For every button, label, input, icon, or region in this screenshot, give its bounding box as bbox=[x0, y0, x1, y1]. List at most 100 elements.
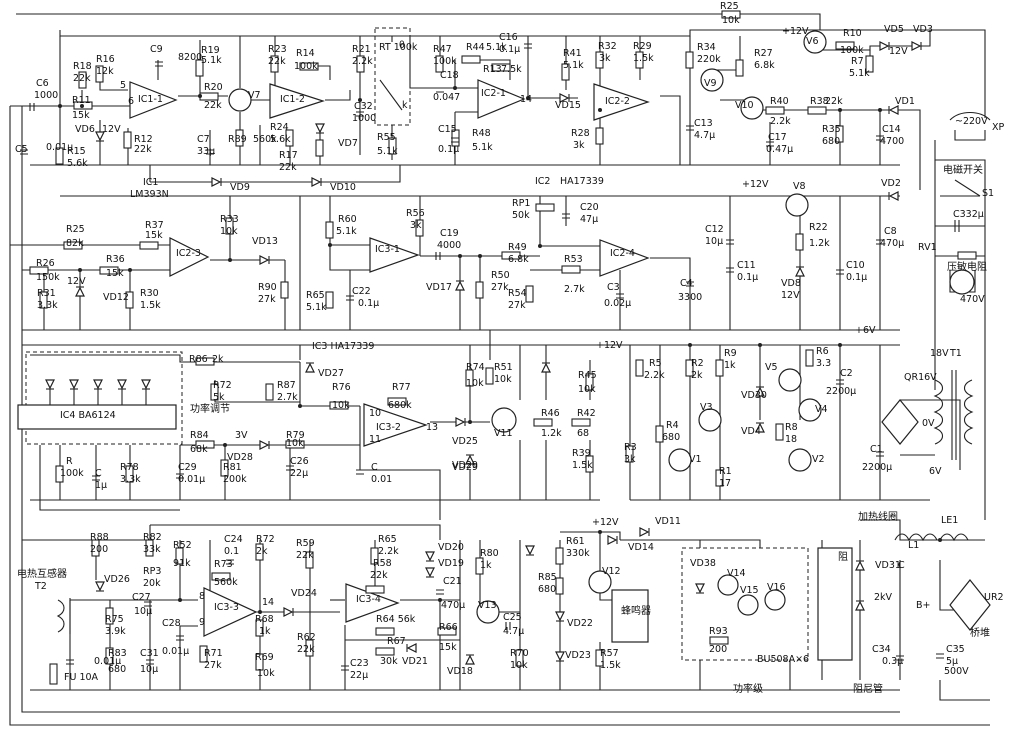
component-label: R64 56k bbox=[376, 614, 416, 625]
component-label: VD10 bbox=[330, 182, 356, 193]
component-label: R60 bbox=[338, 214, 357, 225]
component-label: 电热互感器 bbox=[17, 567, 67, 580]
bridge-rectifier-qr16v bbox=[881, 399, 919, 445]
component-label: RP3 bbox=[143, 566, 161, 577]
component-label: 470μ bbox=[880, 238, 904, 249]
component-label: R51 bbox=[494, 362, 513, 373]
component-label: IC3-1 bbox=[375, 244, 400, 255]
component-label: R36 bbox=[106, 254, 125, 265]
component-label: 0.1μ bbox=[737, 272, 758, 283]
opamp-ic1-1 bbox=[129, 81, 178, 119]
component-label: IC3 HA17339 bbox=[312, 341, 374, 352]
component-label: 5k bbox=[213, 392, 225, 403]
component-label: R89 bbox=[228, 134, 247, 145]
component-label: C18 bbox=[440, 70, 459, 81]
opamp-ic2-3 bbox=[169, 237, 210, 277]
component-label: R58 bbox=[373, 558, 392, 569]
component-label: C25 bbox=[503, 612, 522, 623]
component-label: 22k bbox=[73, 73, 91, 84]
component-label: R90 bbox=[258, 282, 277, 293]
component-label: VD1 bbox=[895, 96, 915, 107]
component-label: 10k bbox=[332, 400, 350, 411]
component-label: R33 bbox=[220, 214, 239, 225]
component-label: 3k bbox=[410, 220, 422, 231]
component-label: 0.01μ bbox=[46, 142, 73, 153]
component-label: VD7 bbox=[338, 138, 358, 149]
component-label: R46 bbox=[541, 408, 560, 419]
component-label: 电磁开关 bbox=[943, 163, 983, 176]
component-label: VD14 bbox=[628, 542, 654, 553]
bridge-rectifier-ur2 bbox=[949, 579, 991, 631]
component-label: 5.1k bbox=[201, 55, 222, 66]
component-label: C23 bbox=[350, 658, 369, 669]
component-label: VD30 bbox=[741, 390, 767, 401]
component-label: 68k bbox=[190, 444, 208, 455]
component-label: VD19 bbox=[438, 558, 464, 569]
component-label: IC2 bbox=[535, 176, 550, 187]
component-label: 5 bbox=[120, 80, 126, 91]
component-label: 4700 bbox=[880, 136, 904, 147]
component-label: 1000 bbox=[352, 113, 376, 124]
component-label: R12 bbox=[134, 134, 153, 145]
component-label: R3 bbox=[624, 442, 637, 453]
component-label: 27k bbox=[204, 660, 222, 671]
component-label: IC3-2 bbox=[376, 422, 401, 433]
component-label: R77 bbox=[392, 382, 411, 393]
component-label: RP1 bbox=[512, 198, 530, 209]
component-label: 10k bbox=[466, 378, 484, 389]
component-label: 蜂鸣器 bbox=[621, 604, 651, 617]
component-label: R82 bbox=[143, 532, 162, 543]
component-label: VD25 bbox=[452, 436, 478, 447]
component-label: V12 bbox=[602, 566, 621, 577]
component-label: R54 bbox=[508, 288, 527, 299]
component-label: R52 bbox=[173, 540, 192, 551]
component-label: 150k bbox=[36, 272, 60, 283]
component-label: 22k bbox=[297, 644, 315, 655]
component-label: 17 bbox=[719, 478, 731, 489]
component-label: R37 bbox=[145, 220, 164, 231]
component-label: R76 bbox=[332, 382, 351, 393]
component-label: V7 bbox=[248, 90, 261, 101]
component-label: R80 bbox=[480, 548, 499, 559]
component-label: R84 bbox=[190, 430, 209, 441]
component-label: 0.01μ bbox=[162, 646, 189, 657]
component-label: VD31 bbox=[875, 560, 901, 571]
component-label: 功率调节 bbox=[190, 402, 230, 415]
component-label: 680 bbox=[538, 584, 556, 595]
component-label: 10k bbox=[286, 438, 304, 449]
component-label: C14 bbox=[882, 124, 901, 135]
opamp-ic3-3 bbox=[203, 587, 258, 637]
component-label: 12k bbox=[96, 66, 114, 77]
component-label: 91k bbox=[173, 558, 191, 569]
component-label: 200 bbox=[90, 544, 108, 555]
component-label: +12V bbox=[592, 517, 619, 528]
component-label: 0.47μ bbox=[766, 144, 793, 155]
component-label: VD15 bbox=[555, 100, 581, 111]
component-label: 680 bbox=[662, 432, 680, 443]
component-label: 10k bbox=[494, 374, 512, 385]
component-label: R42 bbox=[577, 408, 596, 419]
component-label: R45 bbox=[578, 370, 597, 381]
component-label: R85 bbox=[538, 572, 557, 583]
component-label: 33k bbox=[143, 544, 161, 555]
component-label: 5.1k bbox=[563, 60, 584, 71]
component-label: 阻尼管 bbox=[853, 682, 883, 695]
component-label: R32 bbox=[598, 41, 617, 52]
component-label: R27 bbox=[754, 48, 773, 59]
component-label: 10k bbox=[578, 384, 596, 395]
component-label: 12V bbox=[889, 46, 908, 57]
component-label: C1 bbox=[870, 444, 883, 455]
component-label: V14 bbox=[727, 568, 746, 579]
opamp-ic1-2 bbox=[269, 83, 325, 119]
component-label: IC3-3 bbox=[214, 602, 239, 613]
component-label: R5 bbox=[649, 358, 662, 369]
component-label: R10 bbox=[843, 28, 862, 39]
component-label: 6.8k bbox=[754, 60, 775, 71]
component-label: R2 bbox=[691, 358, 704, 369]
component-label: 桥堆 bbox=[970, 627, 990, 639]
component-label: R50 bbox=[491, 270, 510, 281]
component-label: VD28 bbox=[227, 452, 253, 463]
component-label: R15 bbox=[67, 146, 86, 157]
component-label: 0.1μ bbox=[438, 144, 459, 155]
component-label: C21 bbox=[443, 576, 462, 587]
